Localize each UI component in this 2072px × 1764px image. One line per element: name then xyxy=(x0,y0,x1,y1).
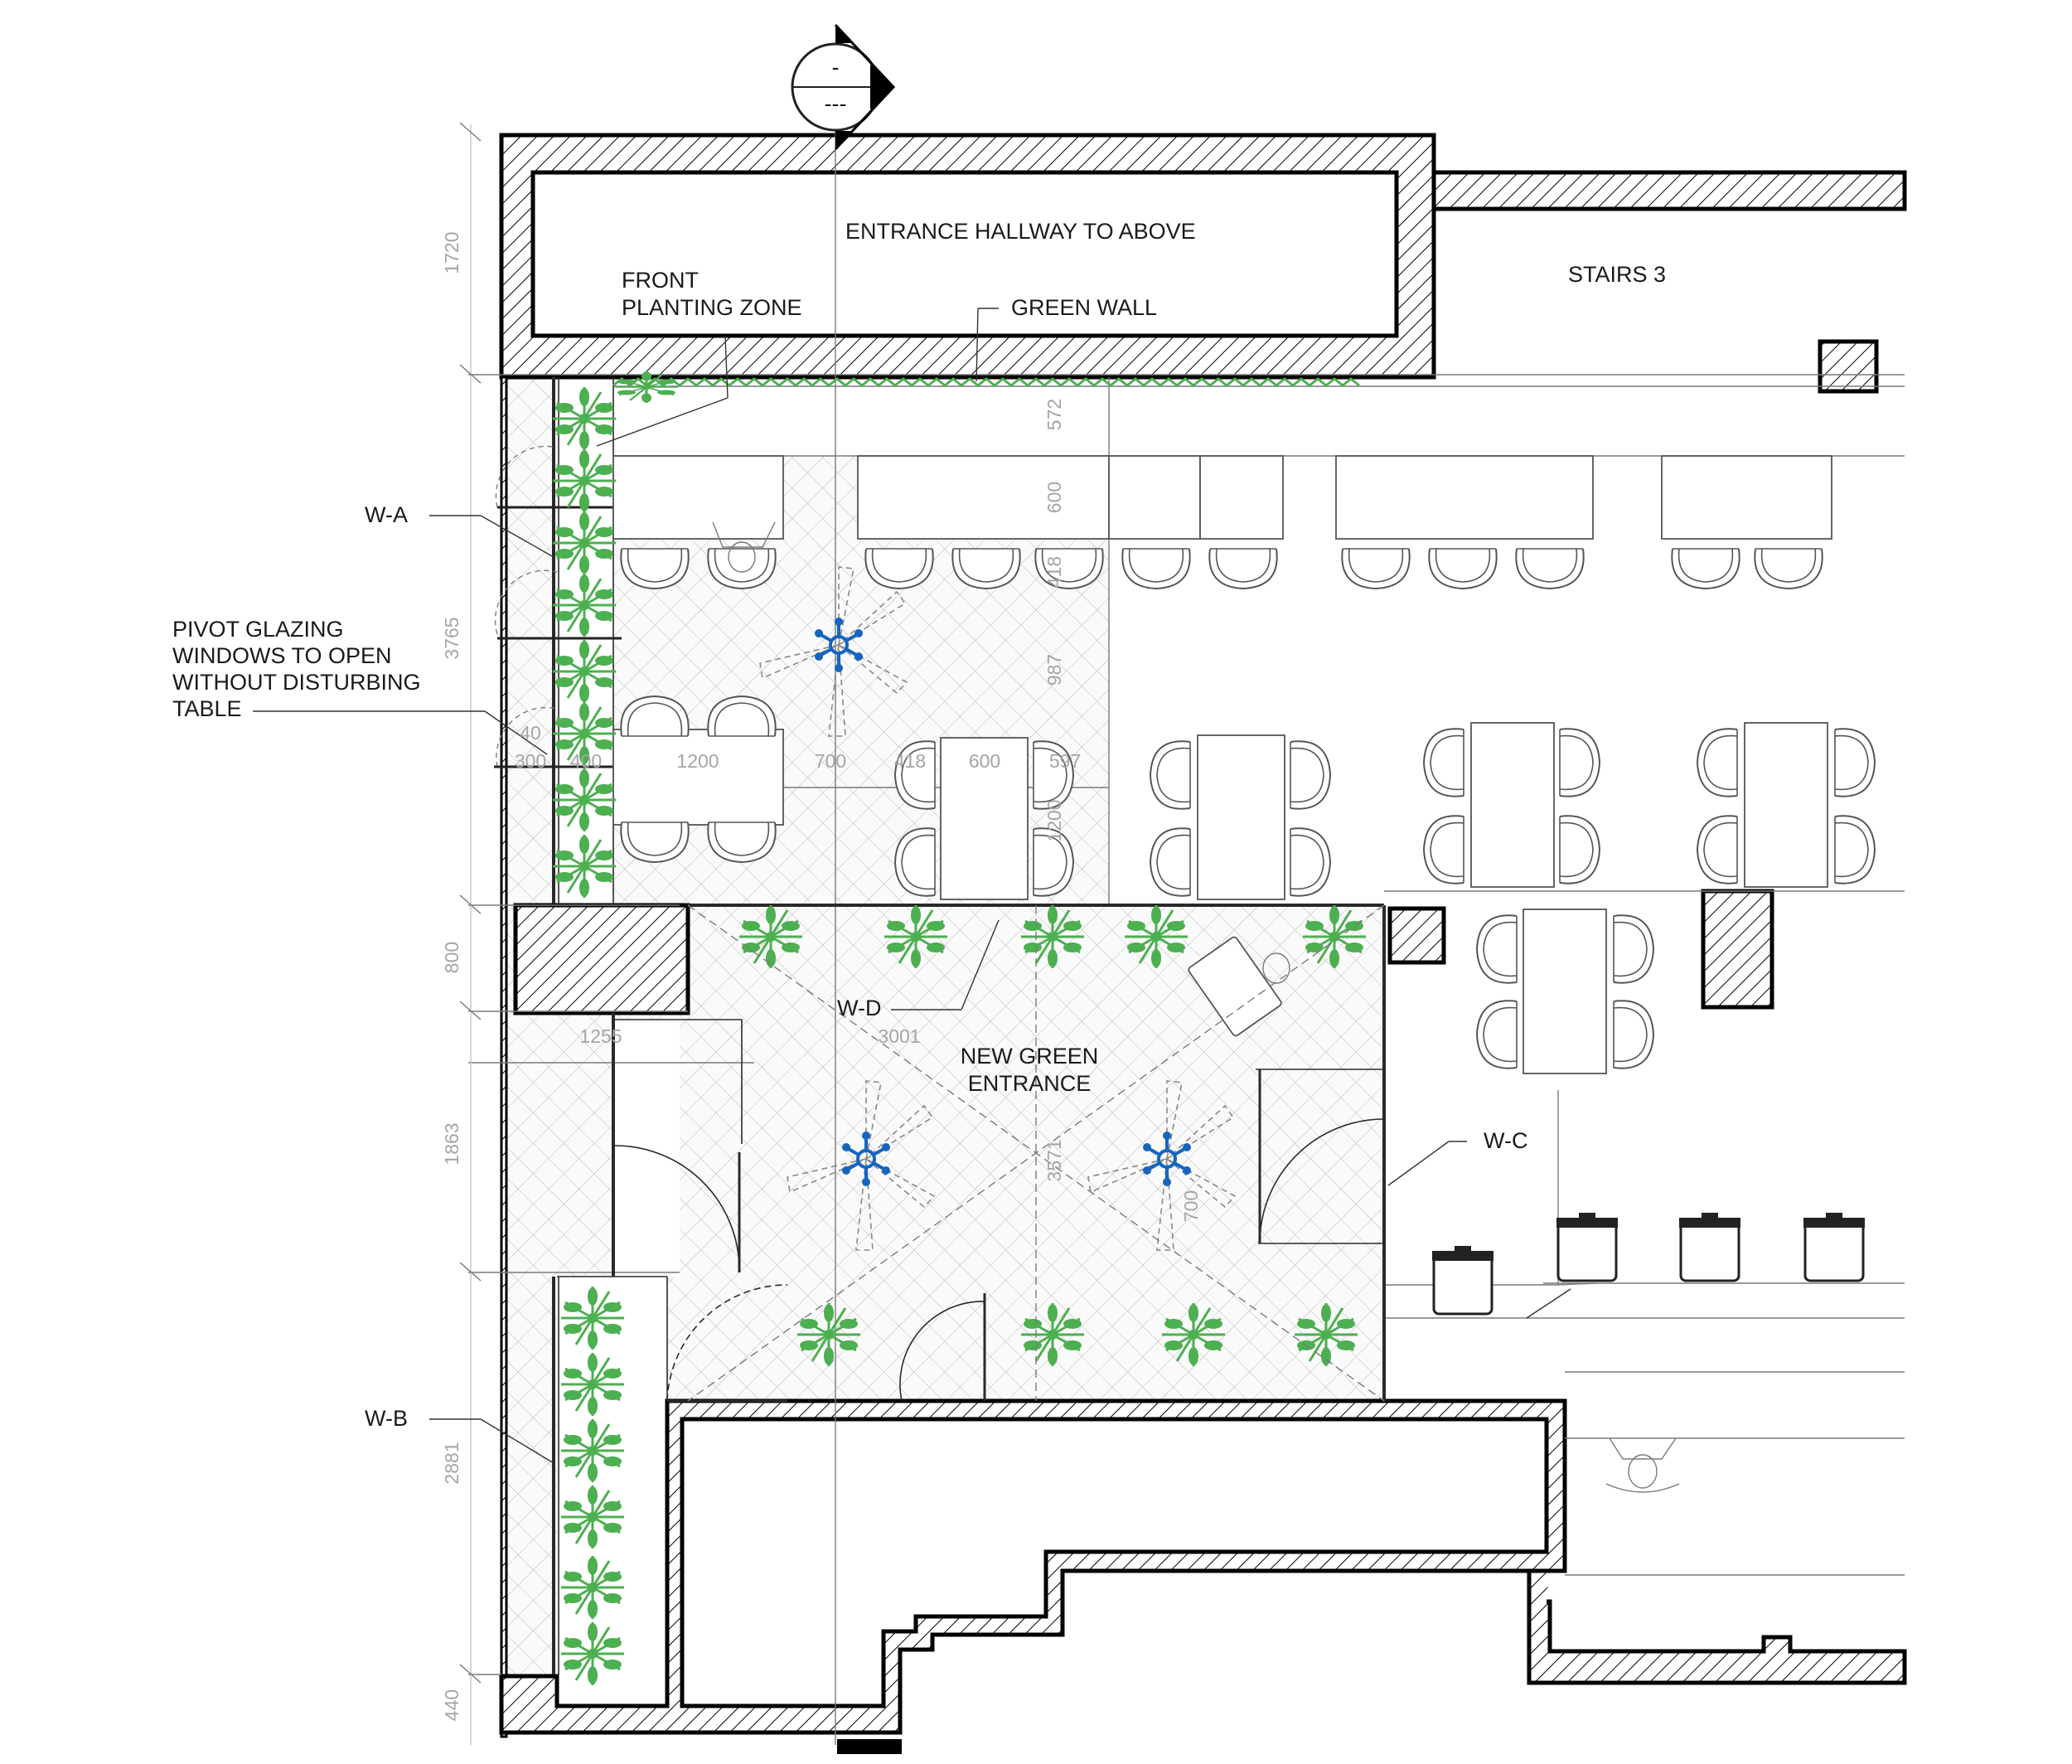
new-green-entrance-line1: NEW GREEN xyxy=(961,1044,1099,1069)
stairs-label: STAIRS 3 xyxy=(1568,262,1666,287)
section-marker-bottom: --- xyxy=(825,91,847,116)
pivot-label-line4: TABLE xyxy=(172,696,242,721)
person-icon xyxy=(712,521,1680,1493)
entrance-hallway-label: ENTRANCE HALLWAY TO ABOVE xyxy=(845,219,1196,244)
window-wc-label: W-C xyxy=(1484,1128,1528,1153)
pivot-swings xyxy=(494,445,558,768)
dim-300: 300 xyxy=(515,750,546,772)
window-wb-label: W-B xyxy=(365,1406,408,1431)
dim-600-horizontal: 600 xyxy=(969,750,1000,772)
dim-418-vertical: 418 xyxy=(1043,556,1065,588)
section-marker-icon xyxy=(791,23,896,151)
dim-1255: 1255 xyxy=(579,1025,622,1047)
section-marker-top: - xyxy=(832,55,840,80)
front-planting-label-line1: FRONT xyxy=(622,268,699,293)
green-wall-label: GREEN WALL xyxy=(1011,295,1157,320)
new-green-entrance-line2: ENTRANCE xyxy=(968,1071,1092,1096)
green-wall-strip xyxy=(612,377,1360,387)
entrance-diagonals xyxy=(687,904,1385,1402)
bin-icon xyxy=(1431,1211,1866,1316)
doors xyxy=(614,1019,1385,1403)
dim-800: 800 xyxy=(441,942,462,973)
dim-418-horizontal: 418 xyxy=(894,750,926,772)
window-wa-label: W-A xyxy=(365,502,408,527)
furniture xyxy=(612,455,1876,1074)
dim-440: 440 xyxy=(441,1689,462,1721)
dimensions: 1720 3765 800 1863 2881 440 572 600 418 … xyxy=(441,231,1202,1721)
dim-987: 987 xyxy=(1043,654,1065,686)
dim-1200-horizontal: 1200 xyxy=(676,750,719,772)
pivot-label-line3: WITHOUT DISTURBING xyxy=(172,670,421,695)
dim-3001: 3001 xyxy=(878,1025,920,1047)
dim-597: 597 xyxy=(1049,750,1081,772)
dim-2881: 2881 xyxy=(441,1442,462,1484)
leaders xyxy=(253,308,1571,1464)
pivot-label-line2: WINDOWS TO OPEN xyxy=(172,643,392,668)
dim-40: 40 xyxy=(520,722,541,744)
dim-700-vertical: 700 xyxy=(1180,1190,1202,1222)
dim-700-horizontal: 700 xyxy=(815,750,846,772)
walls xyxy=(499,133,1907,1754)
pivot-label-line1: PIVOT GLAZING xyxy=(172,617,344,642)
dim-600-vertical: 600 xyxy=(1043,482,1065,513)
dim-1863: 1863 xyxy=(441,1122,462,1165)
pivot-glazing-bars xyxy=(494,506,622,768)
window-wd-label: W-D xyxy=(837,996,882,1020)
dim-1720: 1720 xyxy=(441,231,462,274)
dim-3571: 3571 xyxy=(1043,1139,1065,1181)
dim-1200-vertical: 1200 xyxy=(1043,799,1065,841)
dim-3765: 3765 xyxy=(441,617,462,659)
dim-572: 572 xyxy=(1043,399,1065,430)
front-planting-label-line2: PLANTING ZONE xyxy=(622,295,802,320)
dim-400: 400 xyxy=(570,750,602,772)
